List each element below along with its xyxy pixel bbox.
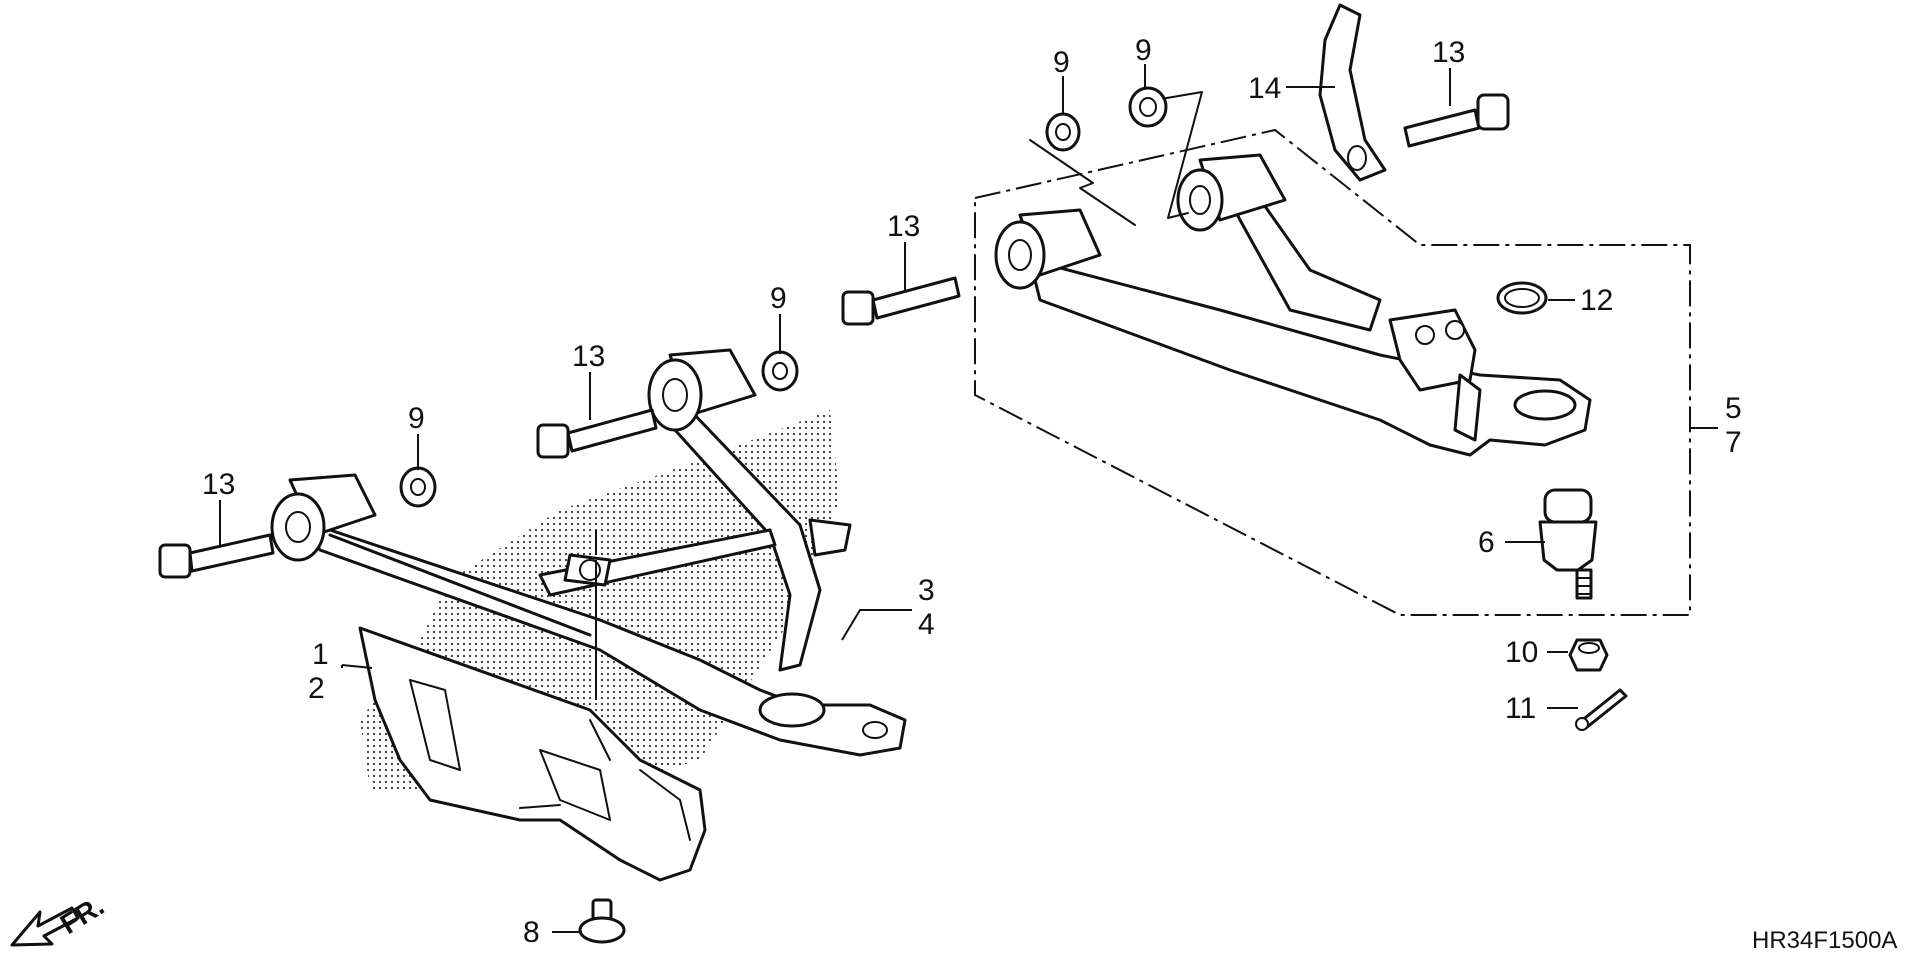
bolt-13a [158,533,275,579]
callout-2: 2 [308,672,325,705]
callout-labels: 1 2 3 4 5 7 6 8 9 9 9 9 10 11 12 13 13 1… [202,34,1742,949]
callout-4: 4 [918,608,935,641]
nut-9c [1045,112,1081,152]
callout-6: 6 [1478,526,1495,559]
break-lines [1029,91,1203,226]
nut-9b [761,350,799,392]
callout-7: 7 [1725,426,1742,459]
ball-joint-6 [1538,488,1598,600]
callout-8: 8 [523,916,540,949]
bracket-14 [1318,3,1387,182]
bolt-13d [1403,93,1510,148]
callout-5: 5 [1725,392,1742,425]
snap-ring-12 [1496,281,1548,315]
leader-lines [219,64,1718,933]
bolt-13c [841,276,961,326]
callout-10: 10 [1505,636,1538,669]
skid-plate [358,626,707,882]
diagram-code: HR34F1500A [1752,927,1897,954]
callout-12: 12 [1580,284,1613,317]
callout-13d: 13 [1432,36,1465,69]
nut-9a [399,466,437,508]
callout-11: 11 [1505,692,1536,725]
callout-13c: 13 [887,210,920,243]
front-direction-arrow [10,906,80,947]
callout-14: 14 [1248,72,1281,105]
callout-9a: 9 [408,402,425,435]
callout-9d: 9 [1135,34,1152,67]
front-label: FR. [55,890,110,940]
bolt-8 [578,898,626,944]
callout-9b: 9 [770,282,787,315]
bolt-13b [536,408,658,459]
cotter-pin-11 [1575,688,1628,731]
callout-3: 3 [918,574,935,607]
callout-1: 1 [312,638,329,671]
callout-13b: 13 [572,340,605,373]
callout-13a: 13 [202,468,235,501]
upper-arm-assembly [994,153,1592,457]
castle-nut-10 [1568,638,1609,672]
nut-9d [1128,86,1168,128]
callout-9c: 9 [1053,46,1070,79]
assembly-boundary [974,128,1691,616]
